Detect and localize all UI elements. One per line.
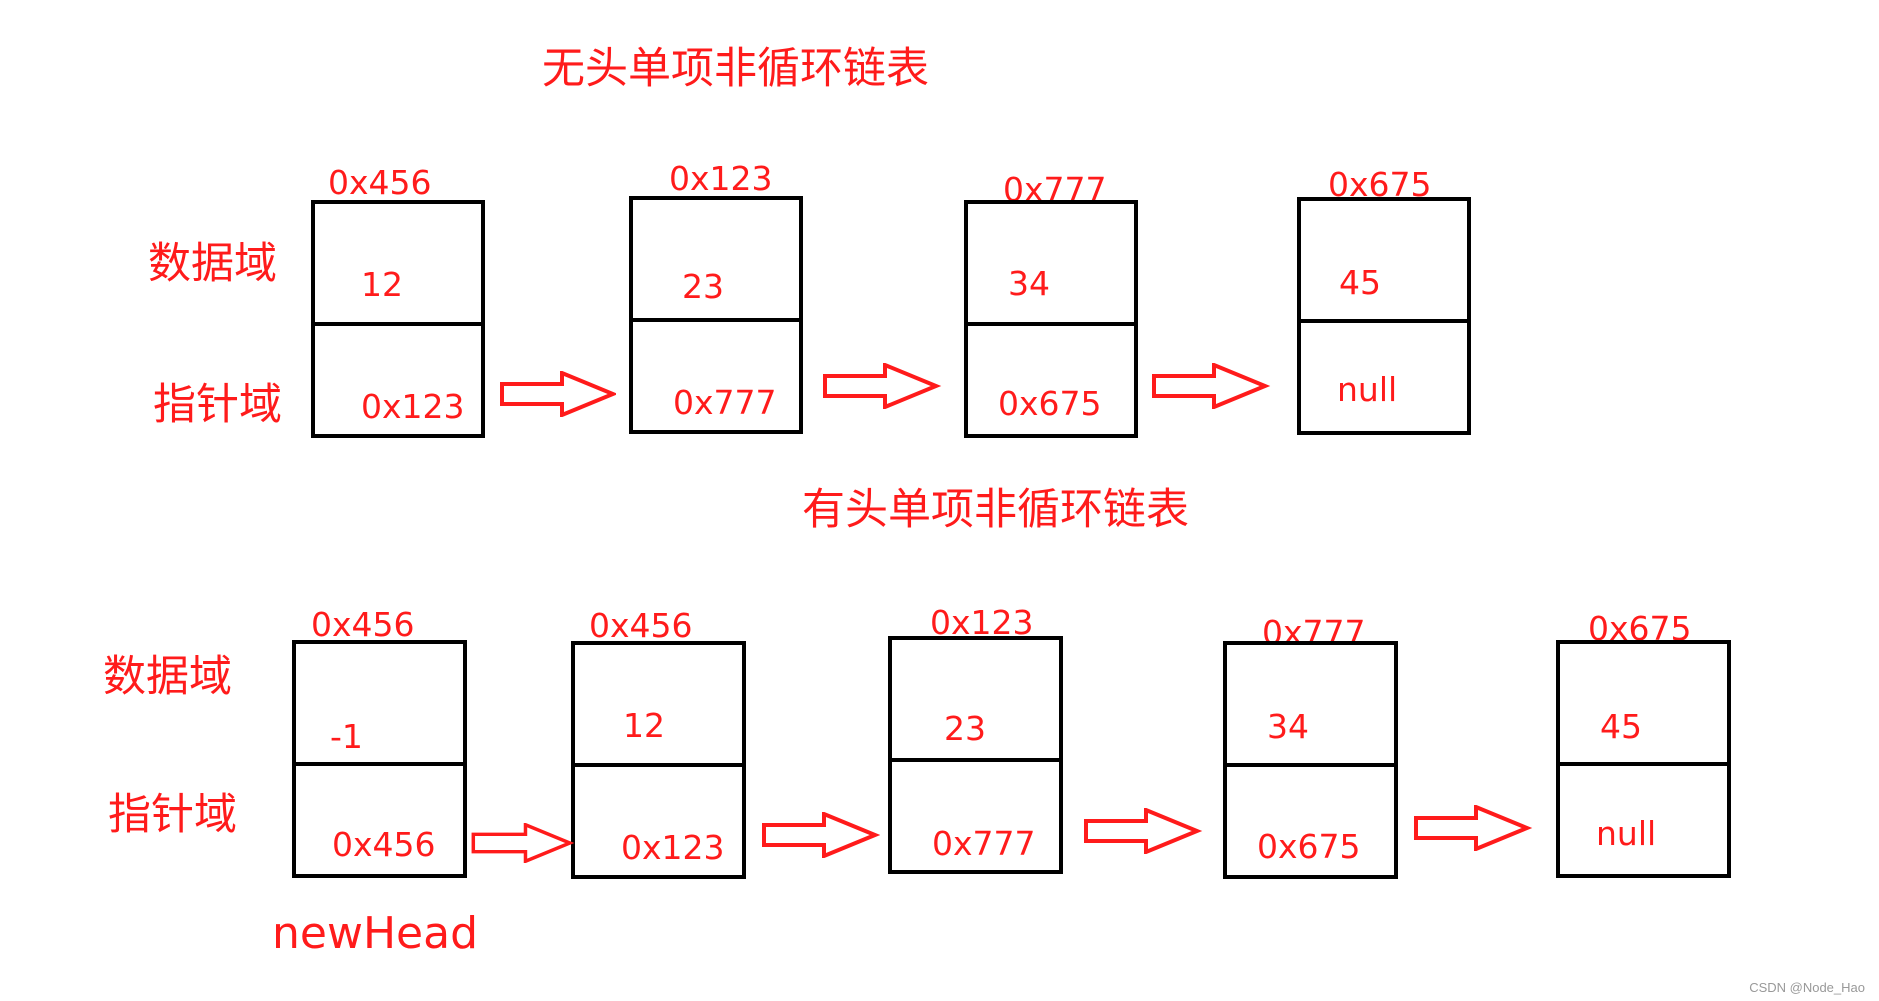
d1-arrow-2-icon	[823, 363, 942, 409]
head-node-label: newHead	[272, 908, 478, 959]
d1-node2-data: 23	[682, 267, 724, 306]
d1-node4-data: 45	[1339, 263, 1381, 302]
diagram1-title: 无头单项非循环链表	[542, 44, 929, 94]
d2-arrow-4-icon	[1414, 805, 1533, 851]
d2-node4-data: 34	[1267, 707, 1309, 746]
d1-arrow-3-icon	[1152, 363, 1271, 409]
d1-node2: 23 0x777	[629, 196, 803, 434]
d1-node3-data: 34	[1008, 264, 1050, 303]
d2-node4-next: 0x675	[1257, 827, 1361, 866]
d1-node1-data: 12	[361, 265, 403, 304]
d2-arrow-3-icon	[1084, 808, 1203, 854]
d2-node4: 34 0x675	[1223, 641, 1398, 879]
d1-node4-next: null	[1337, 370, 1398, 409]
diagram2-data-field-label: 数据域	[103, 652, 232, 702]
watermark: CSDN @Node_Hao	[1749, 980, 1865, 995]
d1-node1-next: 0x123	[361, 387, 465, 426]
d2-node2-address: 0x456	[589, 606, 693, 645]
d2-node5: 45 null	[1556, 640, 1731, 878]
d1-node1-address: 0x456	[328, 163, 432, 202]
d1-node1: 12 0x123	[311, 200, 485, 438]
d1-node2-next: 0x777	[673, 383, 777, 422]
d2-node1-next: 0x456	[332, 825, 436, 864]
d2-node1-data: -1	[330, 717, 363, 756]
d2-node2-data: 12	[623, 706, 665, 745]
d2-node3-data: 23	[944, 709, 986, 748]
d2-node3-address: 0x123	[930, 603, 1034, 642]
d1-node4: 45 null	[1297, 197, 1471, 435]
d2-arrow-2-icon	[762, 812, 880, 858]
d2-node3-next: 0x777	[932, 824, 1036, 863]
diagram2-pointer-field-label: 指针域	[108, 790, 237, 840]
d2-node5-address: 0x675	[1588, 609, 1692, 648]
d2-head-node: -1 0x456	[292, 640, 467, 878]
d2-node5-next: null	[1596, 814, 1657, 853]
d1-node4-address: 0x675	[1328, 165, 1432, 204]
d2-node2-next: 0x123	[621, 828, 725, 867]
d2-arrow-1-icon	[471, 823, 575, 863]
d1-arrow-1-icon	[500, 371, 616, 417]
d2-node5-data: 45	[1600, 707, 1642, 746]
diagram1-data-field-label: 数据域	[148, 239, 277, 289]
d1-node3: 34 0x675	[964, 200, 1138, 438]
d1-node2-address: 0x123	[669, 159, 773, 198]
d2-node2: 12 0x123	[571, 641, 746, 879]
d2-node3: 23 0x777	[888, 636, 1063, 874]
diagram1-pointer-field-label: 指针域	[153, 380, 282, 430]
diagram2-title: 有头单项非循环链表	[802, 485, 1189, 535]
d2-node1-address: 0x456	[311, 605, 415, 644]
d1-node3-next: 0x675	[998, 384, 1102, 423]
